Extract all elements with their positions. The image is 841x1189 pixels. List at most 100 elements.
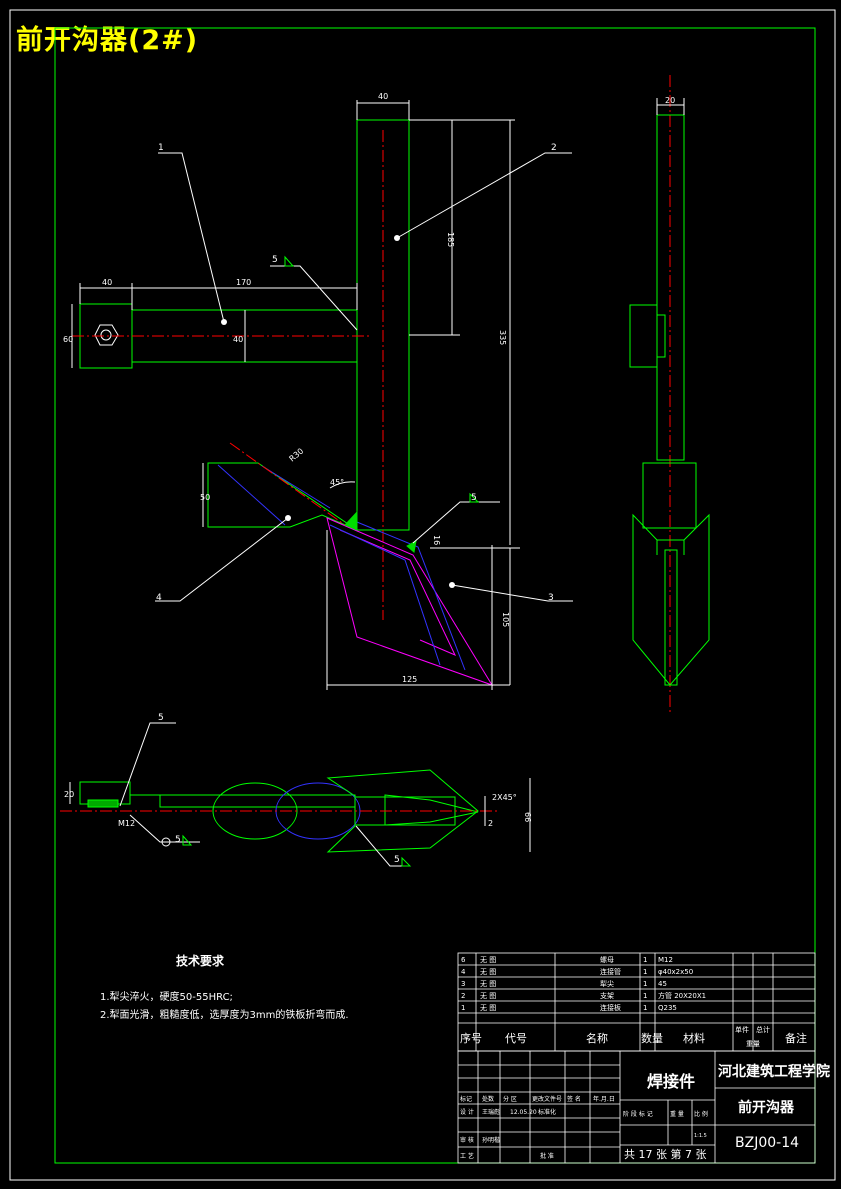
tb-cell: 标记 bbox=[460, 1095, 472, 1103]
tb-cell: 比 例 bbox=[694, 1110, 708, 1118]
bom-cell-mat: φ40x2x50 bbox=[658, 968, 693, 976]
top-view bbox=[60, 722, 531, 867]
bom-cell-code: 无 图 bbox=[480, 980, 496, 988]
callout-2: 2 bbox=[551, 143, 557, 153]
connecting-tube bbox=[207, 462, 358, 531]
bom-h-code: 代号 bbox=[505, 1032, 527, 1045]
dim-16: 16 bbox=[432, 535, 441, 545]
bom-h-unit: 单件 bbox=[735, 1025, 749, 1034]
callout-5d: 5 bbox=[175, 835, 181, 845]
leader-1 bbox=[158, 152, 225, 323]
tech-line-2: 2.犁面光滑，粗糙度低，选厚度为3mm的铁板折弯而成. bbox=[100, 1008, 349, 1021]
tb-scale: 1:1.5 bbox=[694, 1133, 707, 1139]
tech-line-1: 1.犁尖淬火，硬度50-55HRC; bbox=[100, 990, 233, 1003]
tb-cell: 年.月.日 bbox=[593, 1095, 615, 1103]
dim-40-left: 40 bbox=[102, 278, 112, 287]
bom-cell-code: 无 图 bbox=[480, 1004, 496, 1012]
nut-hex bbox=[94, 324, 119, 346]
leader-4 bbox=[155, 517, 289, 602]
bom-table bbox=[457, 952, 816, 1052]
tb-cell: 设 计 bbox=[460, 1108, 474, 1116]
leader-5b bbox=[412, 501, 500, 544]
bom-cell-qty: 1 bbox=[643, 1004, 647, 1012]
leader-5a bbox=[270, 265, 358, 331]
tb-drawing-name: 前开沟器 bbox=[738, 1099, 795, 1116]
dim-40-top: 40 bbox=[378, 92, 388, 101]
title-block bbox=[457, 1050, 816, 1164]
dim-20-top: 20 bbox=[64, 790, 74, 799]
bom-cell-code: 无 图 bbox=[480, 956, 496, 964]
bom-h-qty: 数量 bbox=[641, 1032, 663, 1045]
dim-66: 66 bbox=[523, 812, 532, 822]
tb-cell: 分 区 bbox=[503, 1095, 517, 1103]
outer-border bbox=[9, 9, 836, 1181]
bom-cell-name: 支架 bbox=[600, 991, 614, 1000]
callout-5b: 5 bbox=[471, 493, 477, 503]
tb-cell: 审 核 bbox=[460, 1136, 474, 1144]
dim-chamfer: 2X45° bbox=[492, 793, 517, 802]
tb-cell: 处数 bbox=[482, 1095, 494, 1103]
tb-cell: 更改文件号 bbox=[532, 1095, 562, 1103]
bom-cell-no: 2 bbox=[461, 992, 465, 1000]
tb-cell: 孙明楷 bbox=[482, 1136, 500, 1144]
tb-code: BZJ00-14 bbox=[735, 1135, 799, 1151]
callout-3: 3 bbox=[548, 593, 554, 603]
tb-cell: 批 准 bbox=[540, 1152, 554, 1160]
callout-5e: 5 bbox=[394, 855, 400, 865]
callout-1: 1 bbox=[158, 143, 164, 153]
bom-h-note: 备注 bbox=[785, 1031, 807, 1045]
tech-heading: 技术要求 bbox=[176, 953, 225, 968]
tb-school: 河北建筑工程学院 bbox=[718, 1063, 830, 1080]
bom-cell-code: 无 图 bbox=[480, 992, 496, 1000]
drawing-title: 前开沟器(2#) bbox=[16, 25, 199, 56]
bom-h-weight: 重量 bbox=[746, 1040, 760, 1048]
tube-centerline bbox=[229, 442, 346, 526]
dim-335: 335 bbox=[498, 330, 507, 345]
tb-cell: 签 名 bbox=[567, 1095, 581, 1103]
callout-4: 4 bbox=[156, 593, 162, 603]
dim-45deg: 45° bbox=[330, 478, 344, 487]
bom-cell-no: 6 bbox=[461, 956, 466, 964]
dim-2: 2 bbox=[488, 819, 493, 828]
tb-part-name: 焊接件 bbox=[647, 1072, 695, 1091]
dim-40-mid: 40 bbox=[233, 335, 243, 344]
tb-cell: 标准化 bbox=[538, 1108, 556, 1116]
bom-h-no: 序号 bbox=[460, 1031, 482, 1045]
dim-185: 185 bbox=[446, 232, 455, 247]
callout-5c: 5 bbox=[158, 713, 164, 723]
bom-cell-name: 螺母 bbox=[600, 955, 614, 964]
dim-105: 105 bbox=[501, 612, 510, 627]
bom-cell-no: 3 bbox=[461, 980, 465, 988]
tb-cell: 工 艺 bbox=[460, 1152, 474, 1160]
bom-cell-no: 1 bbox=[461, 1004, 465, 1012]
inner-border bbox=[54, 27, 816, 1164]
leader-3 bbox=[451, 584, 573, 602]
bom-h-mat: 材料 bbox=[683, 1031, 705, 1045]
front-view bbox=[71, 100, 573, 690]
dim-r30: R30 bbox=[288, 447, 306, 464]
bom-cell-qty: 1 bbox=[643, 956, 647, 964]
bom-cell-name: 犁尖 bbox=[600, 979, 614, 988]
bom-cell-mat: 方管 20X20X1 bbox=[658, 991, 706, 1000]
bom-h-total: 总计 bbox=[756, 1025, 770, 1034]
dim-170: 170 bbox=[236, 278, 251, 287]
dim-50: 50 bbox=[200, 493, 210, 502]
bom-cell-mat: M12 bbox=[658, 956, 673, 964]
bom-cell-qty: 1 bbox=[643, 968, 647, 976]
bom-cell-name: 连接板 bbox=[600, 1003, 621, 1012]
dim-60: 60 bbox=[63, 335, 73, 344]
bom-cell-name: 连接管 bbox=[600, 967, 621, 976]
bom-cell-qty: 1 bbox=[643, 980, 647, 988]
bom-cell-mat: 45 bbox=[658, 980, 667, 988]
bom-cell-no: 4 bbox=[461, 968, 466, 976]
bom-cell-mat: Q235 bbox=[658, 1004, 677, 1012]
bom-cell-code: 无 图 bbox=[480, 968, 496, 976]
bom-cell-qty: 1 bbox=[643, 992, 647, 1000]
dim-20-side: 20 bbox=[665, 96, 675, 105]
dim-125: 125 bbox=[402, 675, 417, 684]
tb-cell: 重 量 bbox=[670, 1110, 684, 1118]
tb-cell: 12.05.20 bbox=[510, 1109, 537, 1116]
bom-h-name: 名称 bbox=[586, 1031, 608, 1045]
side-view bbox=[629, 75, 710, 715]
